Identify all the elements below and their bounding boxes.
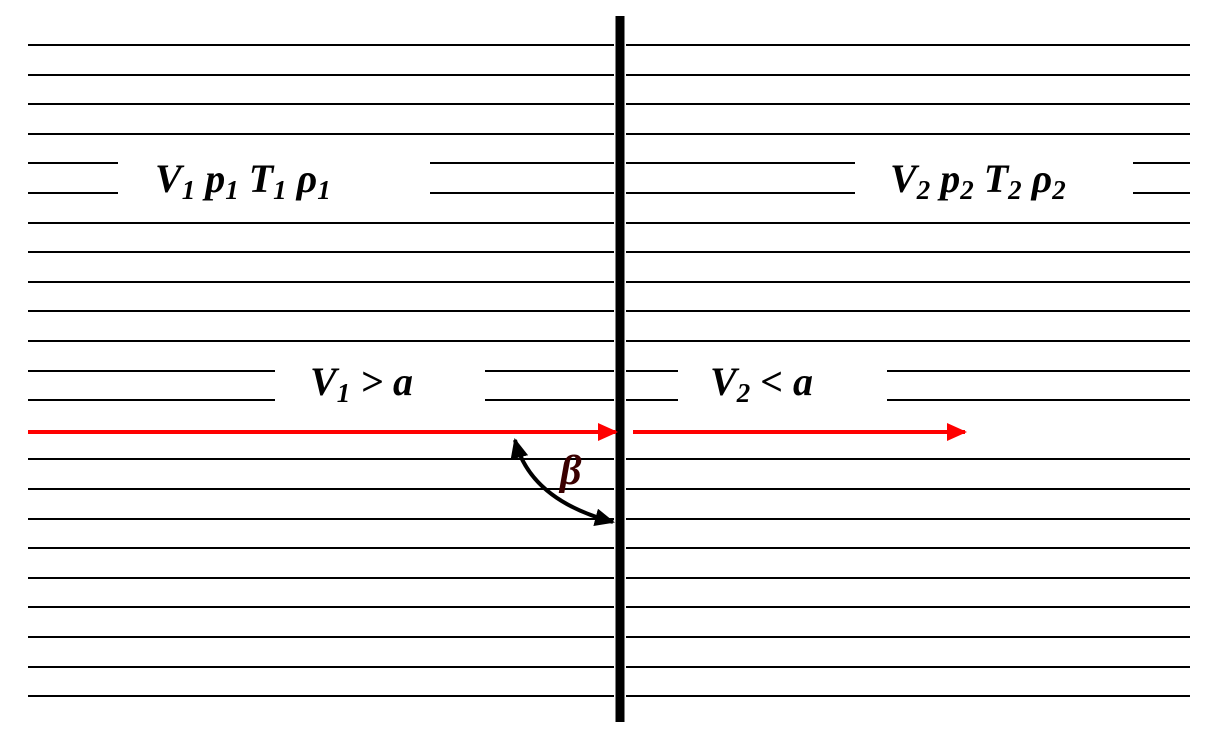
angle-beta-label: β [558,448,582,494]
downstream-condition-label: V2 < a [710,359,813,408]
upstream-condition-label: V1 > a [310,359,413,408]
streamlines [28,44,1190,697]
angle-arc-arrow [510,438,615,527]
